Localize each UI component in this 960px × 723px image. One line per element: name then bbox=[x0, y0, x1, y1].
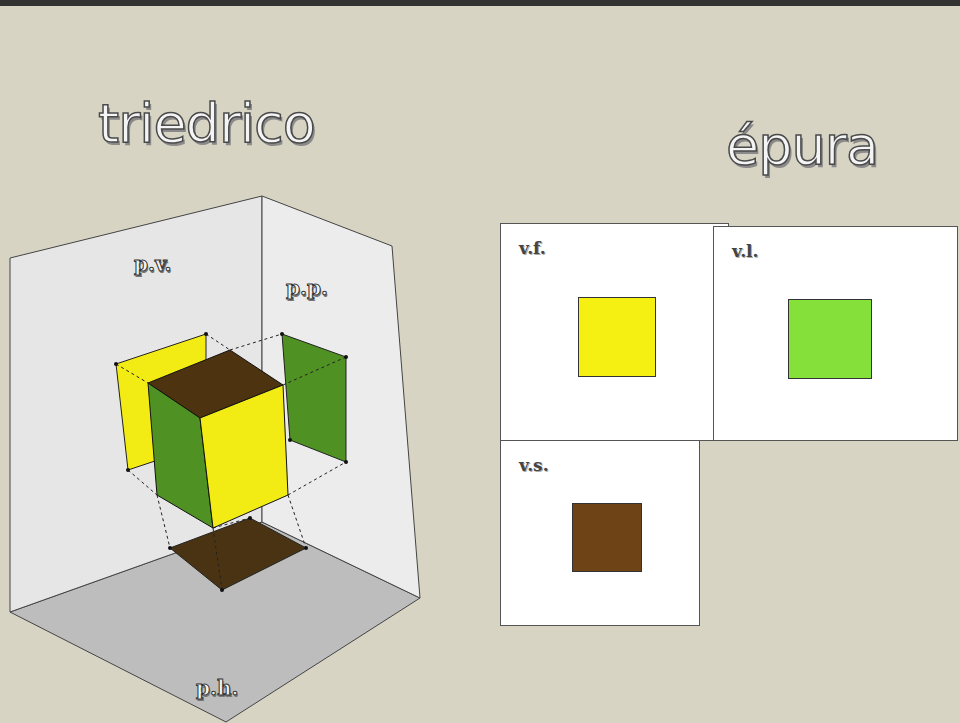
view-square bbox=[788, 299, 872, 379]
cube-front bbox=[200, 385, 288, 528]
vertex-dots bbox=[114, 332, 348, 592]
view-label: v.s. bbox=[519, 455, 549, 475]
view-panel: v.f. bbox=[500, 223, 729, 441]
cube-side bbox=[148, 383, 213, 528]
view-panel: v.s. bbox=[500, 440, 700, 626]
projection-lines bbox=[116, 334, 346, 590]
view-label: v.f. bbox=[519, 238, 546, 258]
view-panel: v.l. bbox=[713, 226, 958, 441]
plane-label: p.p. bbox=[286, 276, 328, 300]
view-square bbox=[578, 297, 656, 377]
view-square bbox=[572, 503, 642, 572]
side-projection bbox=[282, 334, 346, 462]
plane-label: p.v. bbox=[134, 252, 172, 276]
top-projection bbox=[170, 518, 306, 590]
section-heading: épura bbox=[726, 114, 878, 177]
section-heading: triedrico bbox=[98, 92, 315, 155]
view-label: v.l. bbox=[732, 241, 758, 261]
plane-label: p.h. bbox=[196, 676, 238, 700]
top-bar bbox=[0, 0, 960, 6]
